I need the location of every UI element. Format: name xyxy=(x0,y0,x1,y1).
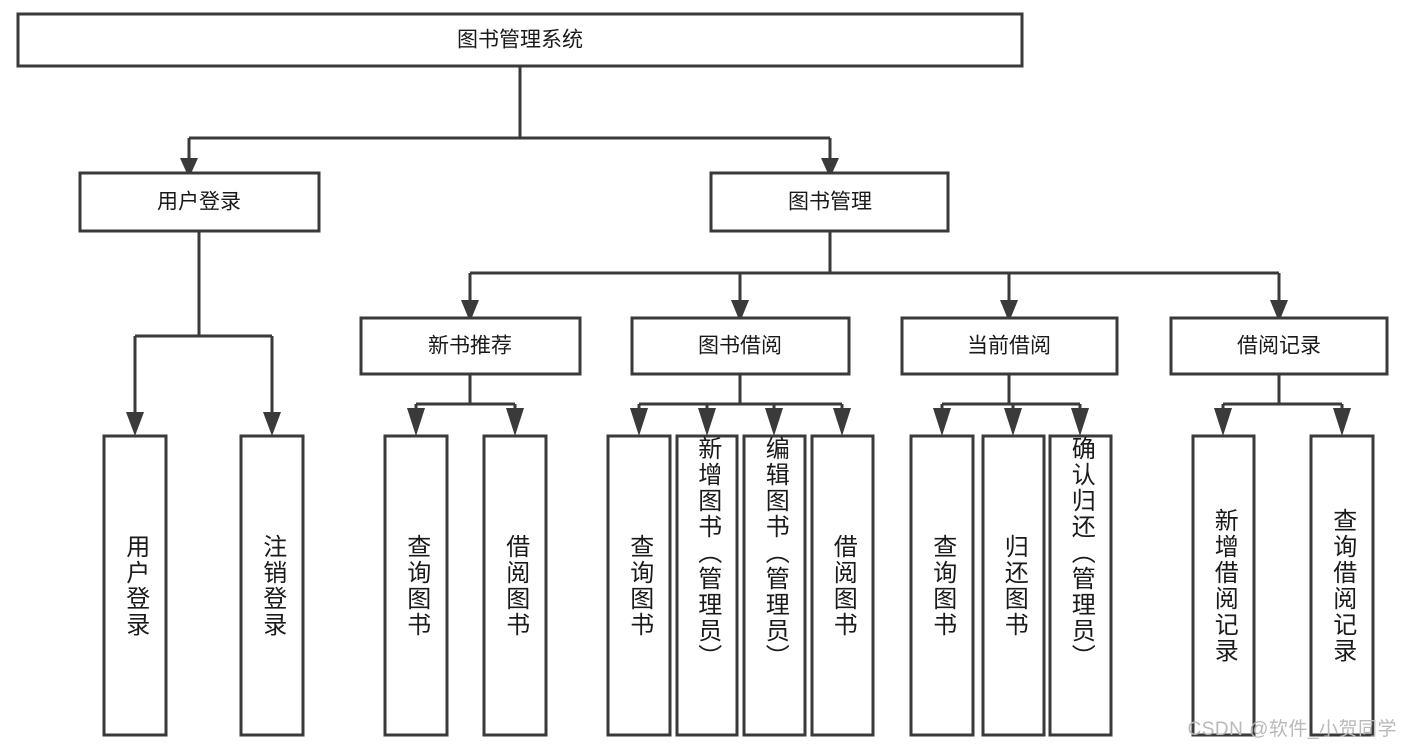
arrow-to-current-borrow xyxy=(1000,300,1018,322)
arrow-to-leaf-user-logout xyxy=(263,412,281,436)
node-label-new-book-recommend: 新书推荐 xyxy=(428,335,512,358)
arrow-to-leaf-return-book xyxy=(1004,408,1022,436)
node-label-user-login: 用户登录 xyxy=(157,191,241,214)
node-box-leaf-add-borrow-record[interactable] xyxy=(1191,434,1256,737)
node-book-management[interactable]: 图书管理 xyxy=(709,171,950,233)
node-box-leaf-borrow-book-2[interactable] xyxy=(810,434,875,737)
node-label-borrow-record: 借阅记录 xyxy=(1237,335,1321,358)
node-label-book-management: 图书管理 xyxy=(788,191,872,214)
node-book-management-system[interactable]: 图书管理系统 xyxy=(16,12,1024,68)
arrow-to-leaf-query-book-2 xyxy=(630,408,648,436)
arrow-to-leaf-query-book-1 xyxy=(407,408,425,436)
node-book-borrow[interactable]: 图书借阅 xyxy=(630,316,851,376)
arrow-to-leaf-query-borrow-record xyxy=(1333,408,1351,436)
arrow-to-leaf-add-book-admin xyxy=(698,408,716,436)
node-box-user-login xyxy=(78,171,321,233)
node-box-leaf-query-book-2[interactable] xyxy=(606,434,672,737)
node-box-leaf-query-book-3[interactable] xyxy=(909,434,975,737)
arrow-to-leaf-user-login xyxy=(126,412,144,436)
arrow-to-book-management xyxy=(821,158,839,178)
arrow-to-user-login xyxy=(180,158,198,178)
node-box-leaf-borrow-book-1[interactable] xyxy=(482,434,548,737)
arrowheads xyxy=(126,158,1351,436)
node-box-leaf-edit-book-admin[interactable] xyxy=(742,434,807,737)
node-box-root xyxy=(16,12,1024,68)
node-box-leaf-query-borrow-record[interactable] xyxy=(1309,434,1375,737)
node-current-borrow[interactable]: 当前借阅 xyxy=(900,316,1119,376)
node-label-root: 图书管理系统 xyxy=(457,29,583,52)
node-box-borrow-record xyxy=(1169,316,1389,376)
arrow-to-book-borrow xyxy=(731,300,749,322)
node-box-new-book-recommend xyxy=(359,316,582,376)
node-box-book-management xyxy=(709,171,950,233)
node-box-leaf-user-login[interactable] xyxy=(102,434,168,737)
node-box-leaf-query-book-1[interactable] xyxy=(383,434,449,737)
arrow-to-leaf-borrow-book-1 xyxy=(506,408,524,436)
node-box-leaf-return-book[interactable] xyxy=(981,434,1046,737)
node-box-current-borrow xyxy=(900,316,1119,376)
watermark-text: CSDN @软件_小贺同学 xyxy=(1187,719,1397,740)
node-label-current-borrow: 当前借阅 xyxy=(967,335,1051,358)
arrow-to-leaf-edit-book-admin xyxy=(765,408,783,436)
arrow-to-leaf-borrow-book-2 xyxy=(833,408,851,436)
node-user-login[interactable]: 用户登录 xyxy=(78,171,321,233)
arrow-to-leaf-confirm-return xyxy=(1071,408,1089,436)
node-box-book-borrow xyxy=(630,316,851,376)
node-box-leaf-confirm-return[interactable] xyxy=(1048,434,1113,737)
arrow-to-leaf-add-borrow-record xyxy=(1214,408,1232,436)
node-borrow-record[interactable]: 借阅记录 xyxy=(1169,316,1389,376)
arrow-to-new-book-recommend xyxy=(461,300,479,322)
leaf-nodes xyxy=(102,434,1375,737)
arrow-to-leaf-query-book-3 xyxy=(933,408,951,436)
node-new-book-recommend[interactable]: 新书推荐 xyxy=(359,316,582,376)
node-box-leaf-user-logout[interactable] xyxy=(239,434,305,737)
arrow-to-borrow-record xyxy=(1270,300,1288,322)
node-box-leaf-add-book-admin[interactable] xyxy=(675,434,739,737)
node-label-book-borrow: 图书借阅 xyxy=(698,335,782,358)
